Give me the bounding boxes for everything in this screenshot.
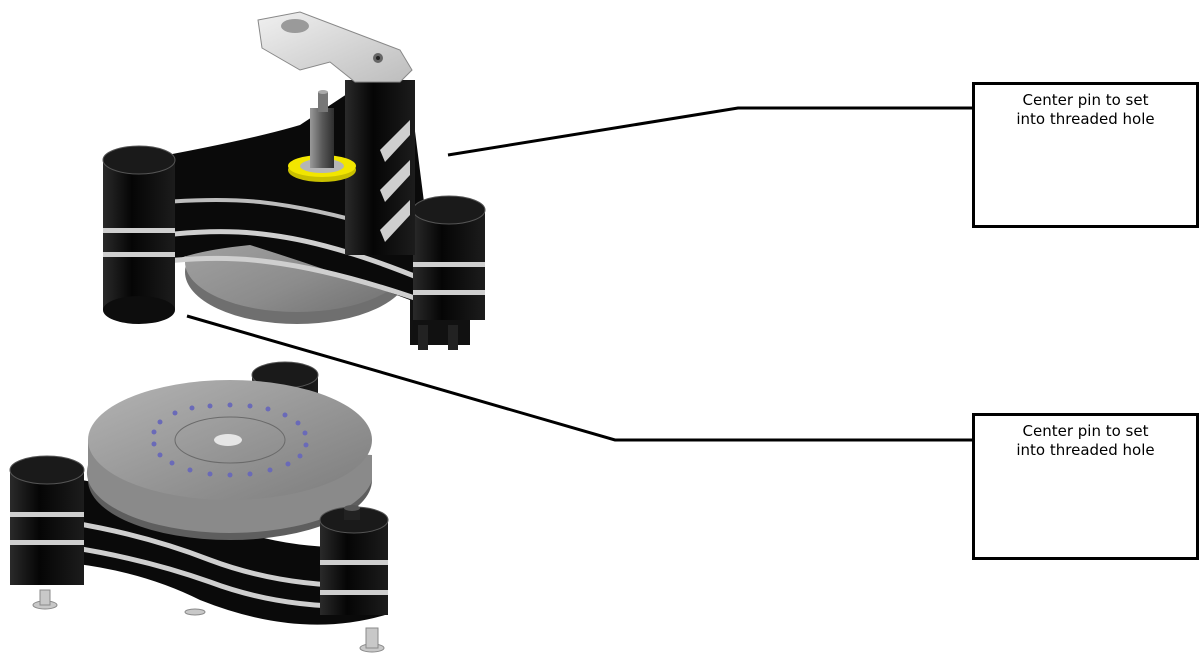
callout-box-top: Center pin to set into threaded hole	[972, 82, 1199, 228]
center-pin	[288, 90, 356, 182]
tonearm-mount	[257, 11, 413, 83]
feet	[32, 589, 385, 653]
upper-turntable-chassis	[102, 80, 486, 350]
callout-text: Center pin to set	[1022, 422, 1149, 440]
callout-leader-line-top	[447, 106, 972, 157]
callout-text: Center pin to set	[1022, 91, 1149, 109]
callout-text: into threaded hole	[1016, 110, 1155, 128]
callout-leader-line-bottom	[186, 314, 972, 442]
callout-box-bottom: Center pin to set into threaded hole	[972, 413, 1199, 560]
callout-text: into threaded hole	[1016, 441, 1155, 459]
lower-turntable-assembly	[9, 361, 389, 653]
